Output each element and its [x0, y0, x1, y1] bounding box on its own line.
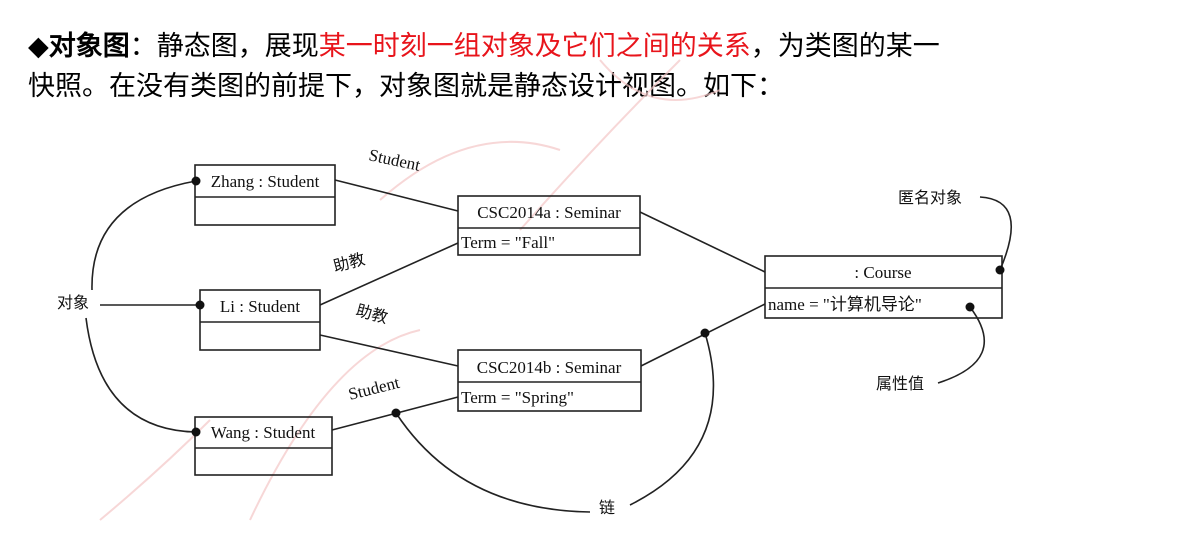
link-label-ta-2: 助教 [354, 301, 390, 328]
text-part: ：静态图，展现 [129, 31, 319, 62]
heading-line-2: 快照。在没有类图的前提下，对象图就是静态设计视图。如下： [28, 71, 784, 102]
course-attr: name = "计算机导论" [768, 295, 922, 314]
li-name: Li : Student [220, 297, 301, 316]
text-part: ，为类图的某一 [750, 31, 940, 62]
object-li[interactable] [199, 289, 321, 351]
watermark [99, 59, 721, 521]
heading-line-1: ◆对象图：静态图，展现某一时刻一组对象及它们之间的关系，为类图的某一 [28, 27, 940, 67]
note-link: 链 [599, 498, 615, 517]
object-seminar-a[interactable] [457, 195, 641, 256]
highlight-text: 某一时刻一组对象及它们之间的关系 [318, 31, 751, 62]
link-label-student-2: Student [346, 373, 401, 404]
seminar-b-attr: Term = "Spring" [461, 388, 574, 407]
object-seminar-b[interactable] [457, 349, 642, 412]
object-wang[interactable] [194, 416, 333, 476]
seminar-a-attr: Term = "Fall" [461, 233, 555, 252]
course-name: : Course [854, 263, 911, 282]
seminar-b-name: CSC2014b : Seminar [477, 358, 622, 377]
object-course[interactable] [764, 255, 1003, 319]
note-anonymous-object: 匿名对象 [898, 188, 962, 207]
wang-name: Wang : Student [211, 423, 316, 442]
term: 对象图 [48, 31, 130, 62]
seminar-a-name: CSC2014a : Seminar [477, 203, 621, 222]
link-dots [191, 176, 1005, 437]
note-object: 对象 [57, 293, 89, 312]
link-label-ta-1: 助教 [331, 249, 367, 276]
note-attribute-value: 属性值 [876, 374, 924, 393]
zhang-name: Zhang : Student [211, 172, 320, 191]
links [319, 179, 766, 431]
bullet-icon: ◆ [28, 31, 49, 62]
link-label-student-1: Student [367, 145, 422, 174]
annotation-curves [85, 180, 1013, 513]
object-zhang[interactable] [194, 164, 336, 226]
